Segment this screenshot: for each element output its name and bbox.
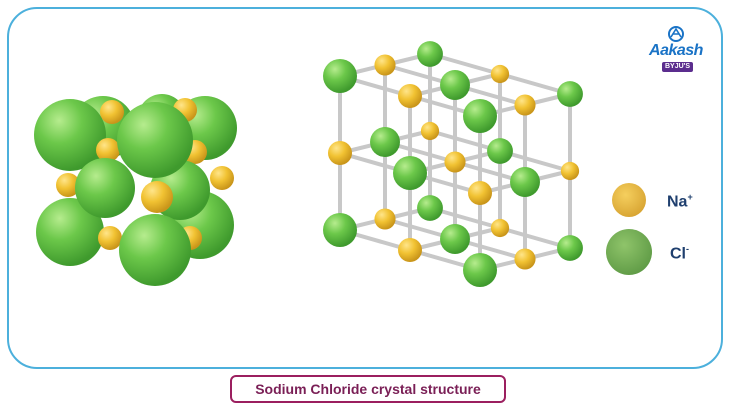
lattice-na-ion [398, 238, 422, 262]
lattice-cl-ion [393, 156, 427, 190]
packed-cl-ion [36, 198, 104, 266]
space-filling-model [34, 94, 237, 286]
lattice-atoms [323, 41, 583, 287]
lattice-na-ion [490, 218, 510, 238]
logo-emblem-icon [668, 26, 684, 42]
lattice-na-ion [514, 248, 536, 270]
legend-cl-swatch [606, 229, 652, 275]
content-frame [7, 7, 723, 369]
lattice-na-ion [420, 121, 440, 141]
lattice-na-ion [374, 54, 396, 76]
packed-cl-ion [117, 102, 193, 178]
lattice-cl-ion [417, 41, 443, 67]
legend-na-swatch [612, 183, 646, 217]
ball-and-stick-model [323, 41, 583, 287]
packed-na-ion [141, 181, 173, 213]
caption-text: Sodium Chloride crystal structure [255, 381, 481, 397]
lattice-na-ion [490, 64, 510, 84]
lattice-cl-ion [440, 70, 470, 100]
logo-wordmark: Aakash [649, 42, 703, 59]
packed-na-ion [96, 138, 120, 162]
packed-cl-ion [34, 99, 106, 171]
caption-box: Sodium Chloride crystal structure [230, 375, 506, 403]
lattice-na-ion [328, 141, 352, 165]
lattice-na-ion [374, 208, 396, 230]
packed-na-ion [100, 100, 124, 124]
packed-cl-ion [75, 158, 135, 218]
lattice-cl-ion [557, 235, 583, 261]
lattice-cl-ion [323, 59, 357, 93]
lattice-cl-ion [557, 81, 583, 107]
lattice-na-ion [514, 94, 536, 116]
lattice-na-ion [468, 181, 492, 205]
lattice-cl-ion [463, 253, 497, 287]
packed-na-ion [210, 166, 234, 190]
legend-label-na: Na+ [667, 192, 693, 211]
lattice-cl-ion [487, 138, 513, 164]
packed-na-ion [56, 173, 80, 197]
lattice-na-ion [398, 84, 422, 108]
aakash-logo: Aakash BYJU'S [640, 24, 712, 80]
lattice-na-ion [444, 151, 466, 173]
legend-label-cl: Cl- [670, 244, 689, 263]
lattice-cl-ion [440, 224, 470, 254]
lattice-cl-ion [323, 213, 357, 247]
lattice-cl-ion [463, 99, 497, 133]
lattice-cl-ion [417, 195, 443, 221]
lattice-cl-ion [510, 167, 540, 197]
lattice-na-ion [560, 161, 580, 181]
packed-na-ion [98, 226, 122, 250]
packed-cl-ion [119, 214, 191, 286]
lattice-cl-ion [370, 127, 400, 157]
logo-sub-badge: BYJU'S [662, 62, 694, 72]
